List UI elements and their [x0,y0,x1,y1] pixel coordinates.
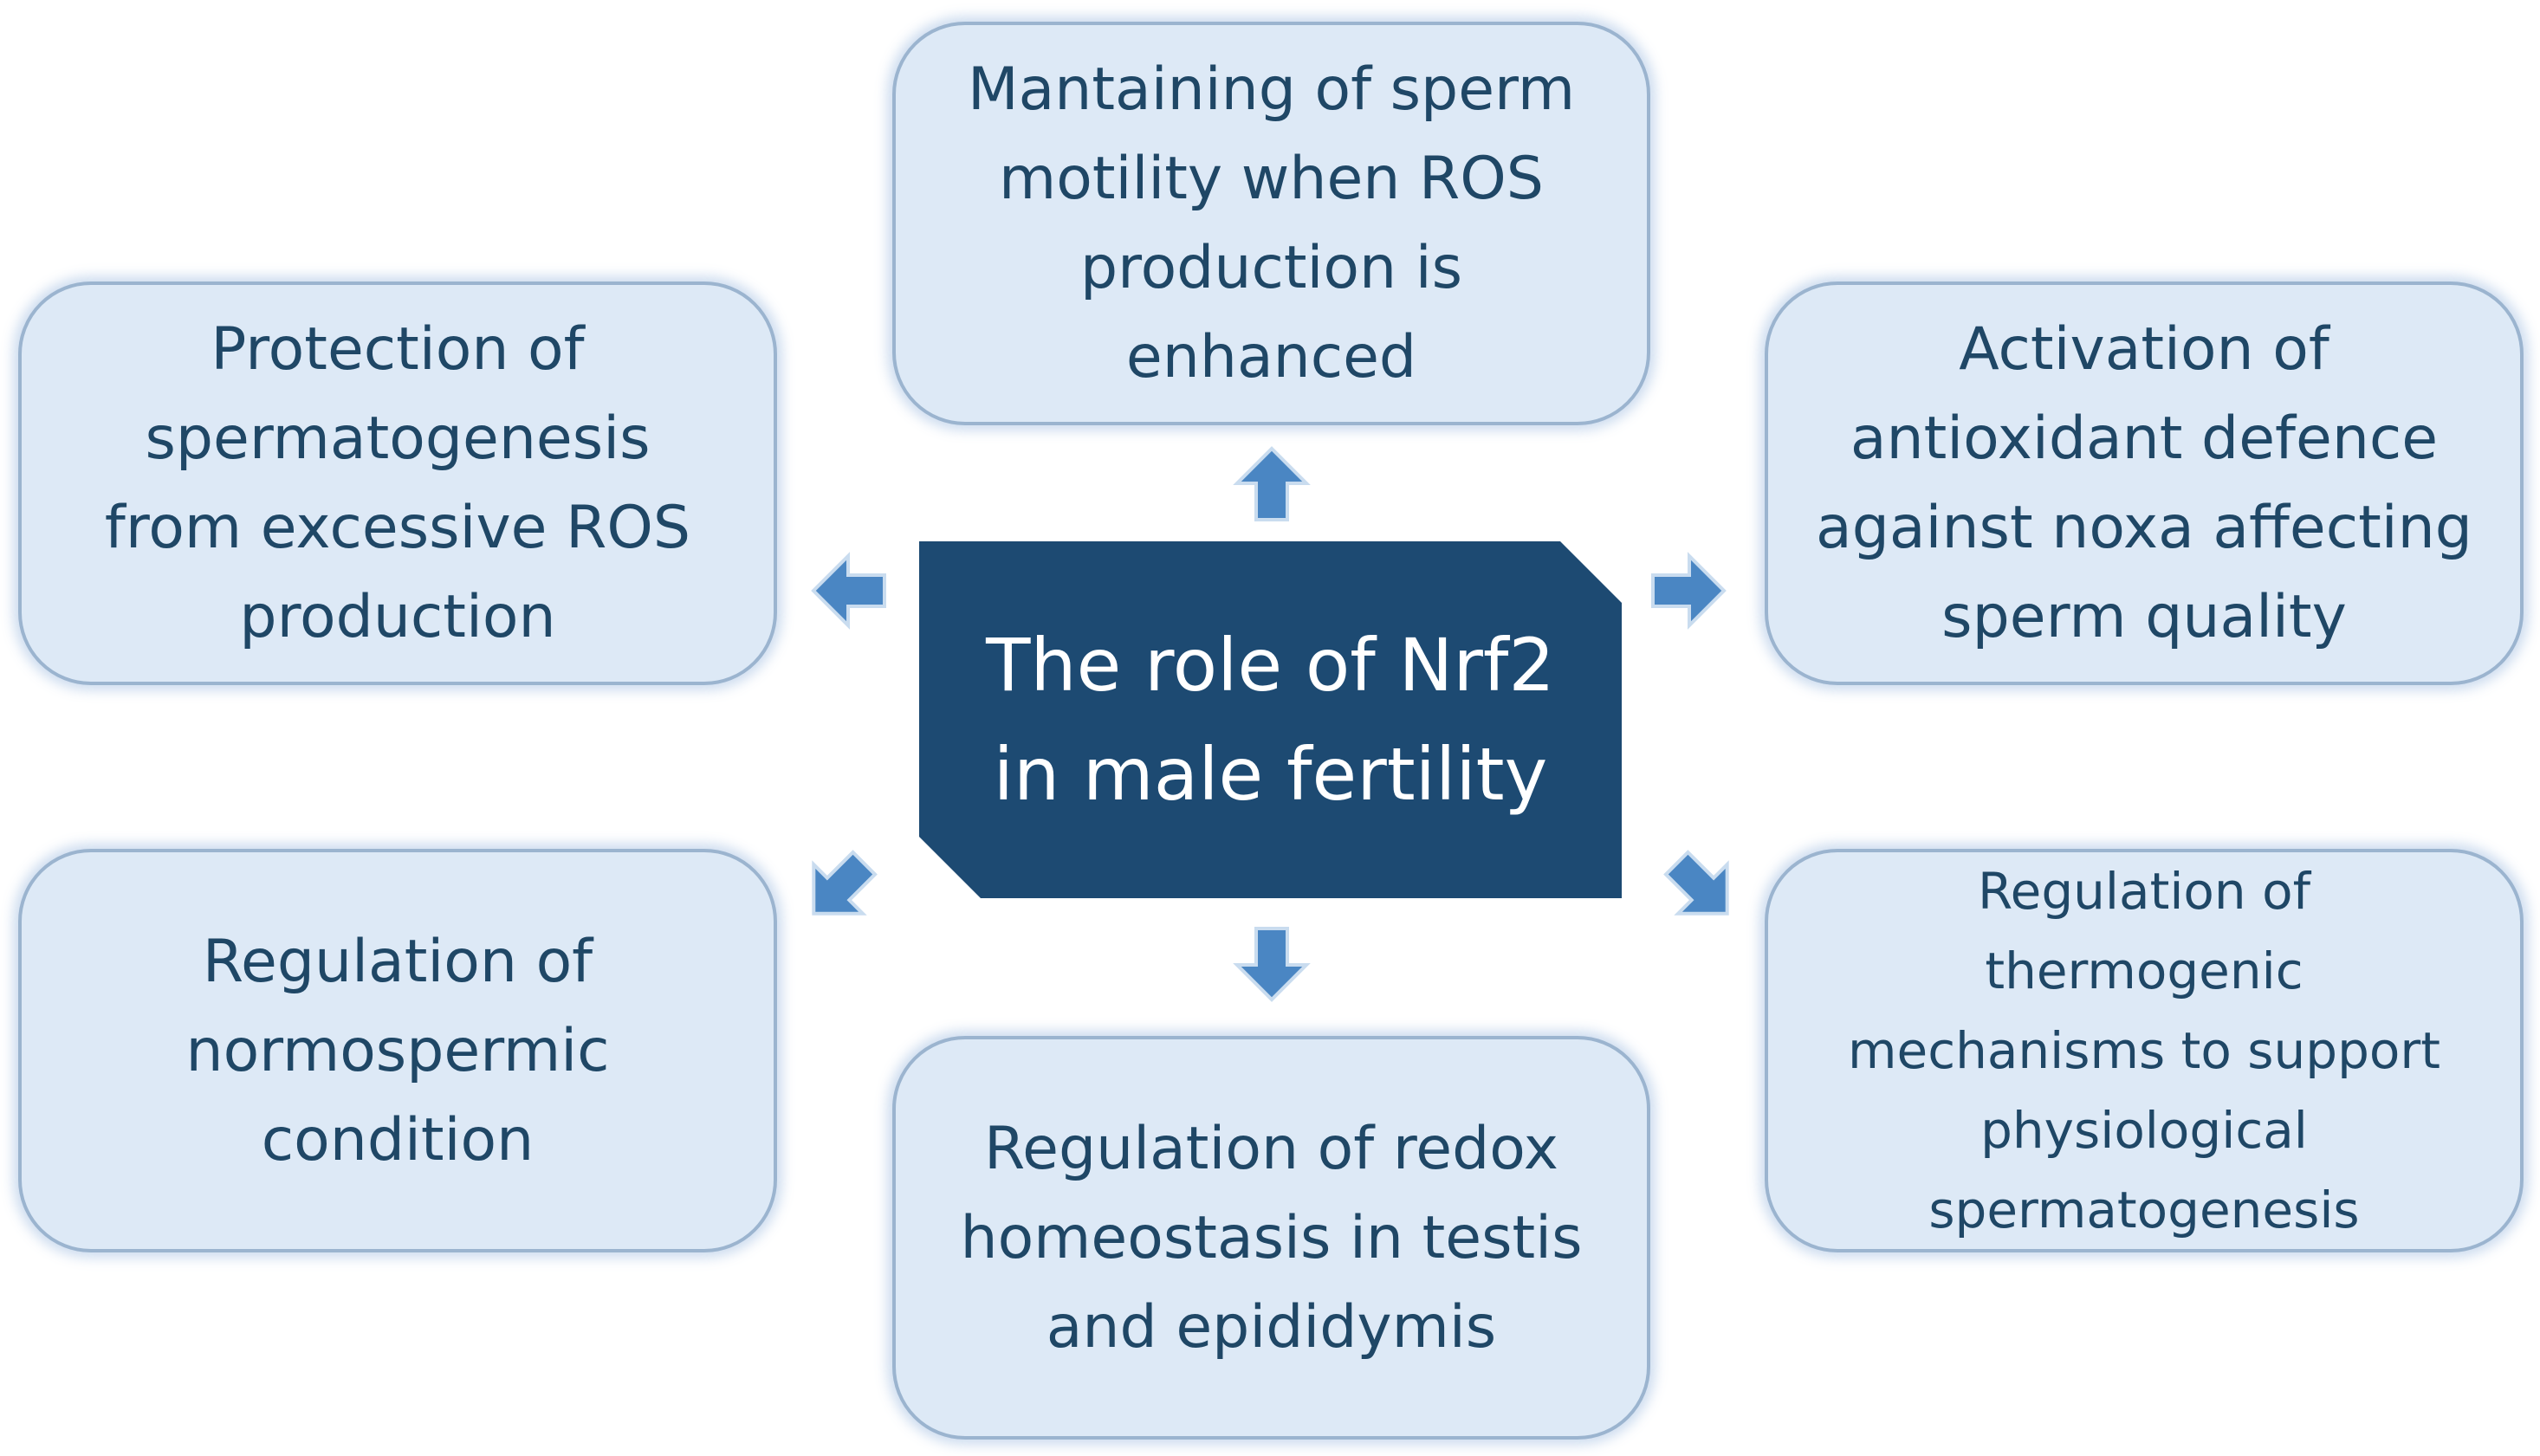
box-sperm-motility-text: Mantaining of sperm motility when ROS pr… [967,55,1576,392]
arrow-down-right-icon [1652,838,1752,938]
box-antioxidant-defence-text: Activation of antioxidant defence agains… [1816,315,2472,651]
box-redox-homeostasis-text: Regulation of redox homeostasis in testi… [960,1114,1583,1362]
arrow-up-icon [1235,447,1308,521]
box-spermatogenesis-protection: Protection of spermatogenesis from exces… [18,281,777,685]
arrow-down-icon [1235,927,1308,1001]
box-normospermic-condition-text: Regulation of normospermic condition [185,927,610,1175]
arrow-down-left-icon [789,838,889,938]
box-thermogenic-mechanisms: Regulation of thermogenic mechanisms to … [1765,849,2524,1252]
box-sperm-motility: Mantaining of sperm motility when ROS pr… [892,22,1650,425]
arrow-left-icon [812,554,886,627]
center-title-box: The role of Nrf2 in male fertility [919,541,1622,898]
box-normospermic-condition: Regulation of normospermic condition [18,849,777,1252]
box-thermogenic-mechanisms-text: Regulation of thermogenic mechanisms to … [1848,862,2440,1239]
box-spermatogenesis-protection-text: Protection of spermatogenesis from exces… [104,315,691,651]
box-antioxidant-defence: Activation of antioxidant defence agains… [1765,281,2524,685]
box-redox-homeostasis: Regulation of redox homeostasis in testi… [892,1036,1650,1440]
arrow-right-icon [1651,554,1726,627]
center-title: The role of Nrf2 in male fertility [986,623,1555,817]
